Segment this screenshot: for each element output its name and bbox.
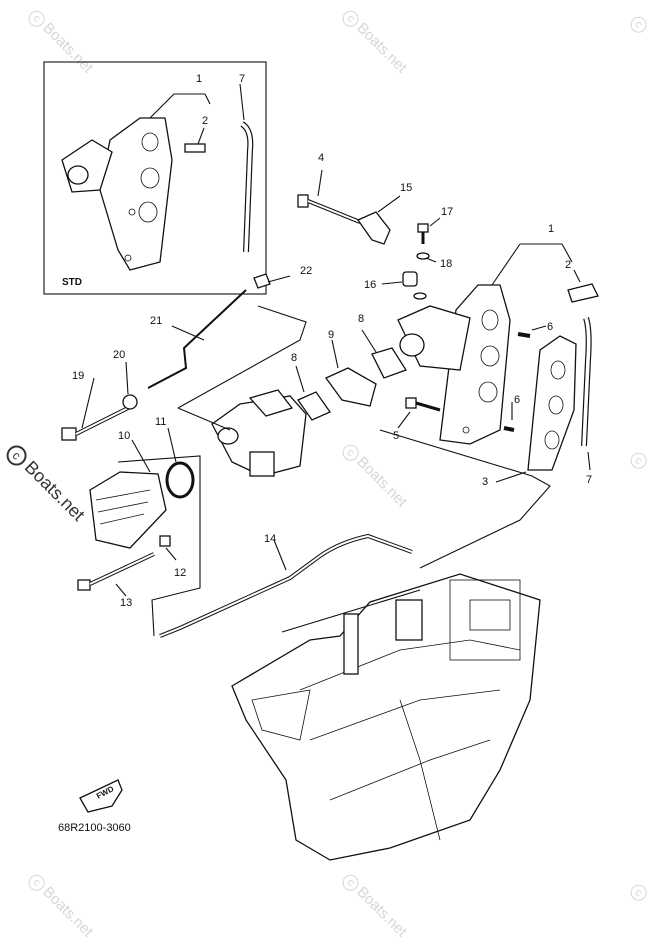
pin-6a [517,332,531,338]
bolt-4 [297,194,361,224]
clamp [357,211,391,245]
callout-13: 13 [120,597,133,609]
callout-20: 20 [113,349,126,361]
callout-16: 16 [364,279,377,291]
pin-6b [503,426,515,432]
callout-2: 2 [565,259,572,271]
hose-fitting [567,283,599,303]
fwd-arrow [79,779,123,813]
screw-17 [417,223,429,233]
grommet-16 [402,271,418,287]
inset-fitting [184,143,206,153]
gasket-8a [371,347,407,379]
callout-3: 3 [482,476,489,488]
parts-diagram: cBoats.net cBoats.net c cBoats.net c cBo… [2,7,650,940]
diagram-drawing [43,61,599,861]
diagram-code: 68R2100-3060 [58,822,131,834]
std-label: STD [62,277,82,288]
bolt-5 [405,397,417,409]
callout-7: 7 [239,73,246,85]
callout-4: 4 [318,152,325,164]
washer-18 [416,252,430,260]
callout-21: 21 [150,315,163,327]
callout-2: 2 [202,115,209,127]
callout-8: 8 [358,313,365,325]
bolt-19 [61,427,77,441]
callout-1: 1 [548,223,555,235]
clip-22 [253,273,271,289]
callout-15: 15 [400,182,413,194]
insulator-9 [325,367,377,407]
o-ring [165,461,195,499]
collar-12 [159,535,171,547]
callout-10: 10 [118,430,131,442]
intake-silencer [89,471,167,549]
washer-16 [413,292,427,300]
carburetor [211,389,307,477]
gasket-8b [297,391,331,421]
callout-5: 5 [393,430,400,442]
callout-7: 7 [586,474,593,486]
bolt-13 [77,579,91,591]
choke-rod [147,289,247,389]
power-head [231,573,541,861]
callout-12: 12 [174,567,187,579]
callout-6: 6 [514,394,521,406]
callout-14: 14 [264,533,277,545]
std-inset-frame [43,61,267,295]
callout-18: 18 [440,258,453,270]
callout-17: 17 [441,206,454,218]
callout-1: 1 [196,73,203,85]
callout-6: 6 [547,321,554,333]
intake-manifold [397,284,511,445]
callout-19: 19 [72,370,85,382]
inset-intake-manifold [61,117,173,271]
manifold-gasket [527,335,577,471]
callout-8: 8 [291,352,298,364]
callout-9: 9 [328,329,335,341]
callout-11: 11 [155,416,167,428]
choke-knob [122,394,138,410]
callout-22: 22 [300,265,313,277]
